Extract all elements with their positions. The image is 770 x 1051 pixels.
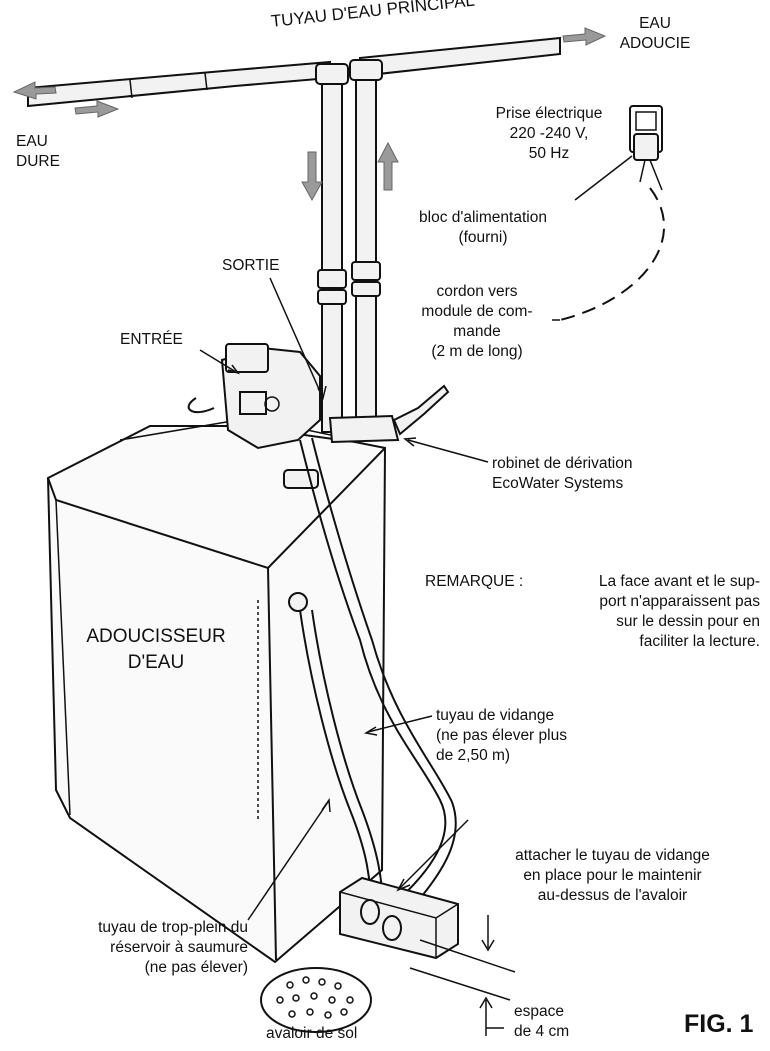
down-flow-arrow [301, 151, 323, 202]
main-pipe-left [27, 60, 331, 108]
overflow-hose-label: tuyau de trop-plein du réservoir à saumu… [98, 919, 248, 976]
hard-water-in-arrow [74, 100, 120, 118]
hose-support-block [339, 876, 459, 960]
outlet-label: SORTIE [222, 257, 280, 274]
air-gap-dimension [409, 915, 516, 1036]
main-pipe-right [359, 36, 561, 78]
vertical-pipe-outlet [315, 63, 349, 433]
softener-cabinet [46, 417, 387, 964]
up-flow-arrow [377, 141, 399, 191]
note-label: REMARQUE : [425, 573, 524, 590]
floor-drain [260, 967, 372, 1033]
vertical-pipe-inlet [349, 59, 383, 421]
floor-drain-label: avaloir de sol [266, 1025, 358, 1042]
overflow-hose [288, 592, 384, 915]
power-supply-label: bloc d'alimentation (fourni) [419, 209, 547, 246]
attach-hose-label: attacher le tuyau de vidange en place po… [515, 847, 710, 904]
hard-water-out-arrow [12, 81, 57, 100]
bypass-valve-label: robinet de dérivation EcoWater Systems [492, 455, 633, 492]
soft-water-label: EAU ADOUCIE [619, 15, 691, 52]
drain-hose-label: tuyau de vidange (ne pas élever plus de … [436, 707, 567, 764]
wall-outlet [629, 105, 663, 191]
soft-water-arrow [562, 27, 607, 46]
air-gap-label: espace de 4 cm [514, 1003, 570, 1040]
softener-label: ADOUCISSEUR D'EAU [86, 626, 226, 673]
electrical-outlet-label: Prise électrique 220 -240 V, 50 Hz [495, 105, 603, 162]
cord-label: cordon vers module de com- mande (2 m de… [421, 283, 533, 360]
leader-lines [199, 277, 489, 921]
figure-number: FIG. 1 [684, 1010, 754, 1038]
note-text: La face avant et le sup- port n'apparais… [598, 573, 760, 650]
hard-water-label: EAU DURE [16, 133, 60, 170]
inlet-label: ENTRÉE [120, 331, 183, 348]
